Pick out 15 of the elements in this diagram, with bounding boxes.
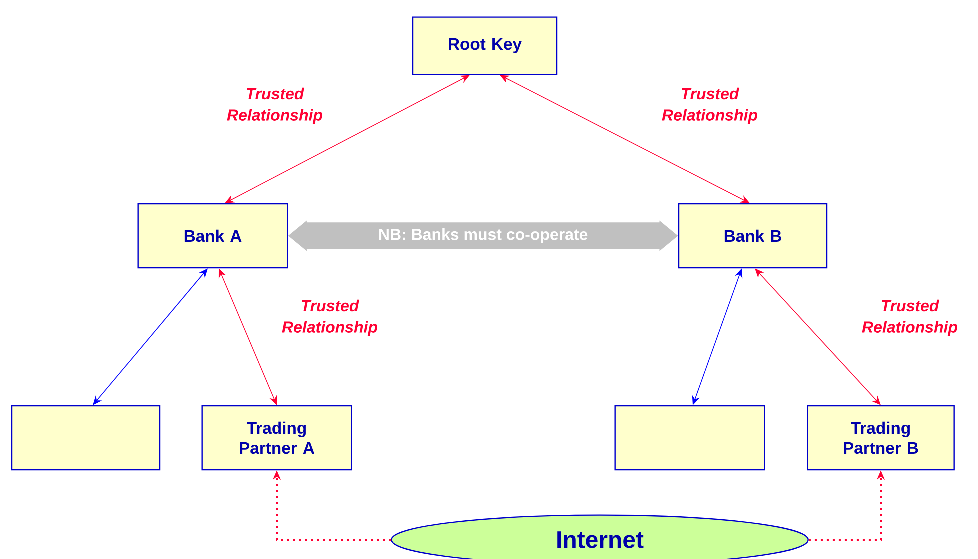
box-node: Trading Partner A <box>202 405 352 471</box>
empty-box <box>11 405 161 471</box>
empty-box <box>614 405 766 471</box>
edge-label: Trusted Relationship <box>862 300 958 336</box>
box-node: Root Key <box>412 16 558 76</box>
edge-label: NB: Banks must co-operate <box>377 227 590 245</box>
edge-label: Trusted Relationship <box>227 88 322 124</box>
edge-label: Trusted Relationship <box>662 88 758 124</box>
edge-label: Trusted Relationship <box>282 300 378 336</box>
box-node: Bank B <box>678 203 828 269</box>
double-arrow <box>93 268 208 406</box>
ellipse-node: Internet <box>391 514 809 559</box>
box-node: Trading Partner B <box>807 405 955 471</box>
box-node: Bank A <box>138 203 288 269</box>
double-arrow <box>755 268 881 406</box>
